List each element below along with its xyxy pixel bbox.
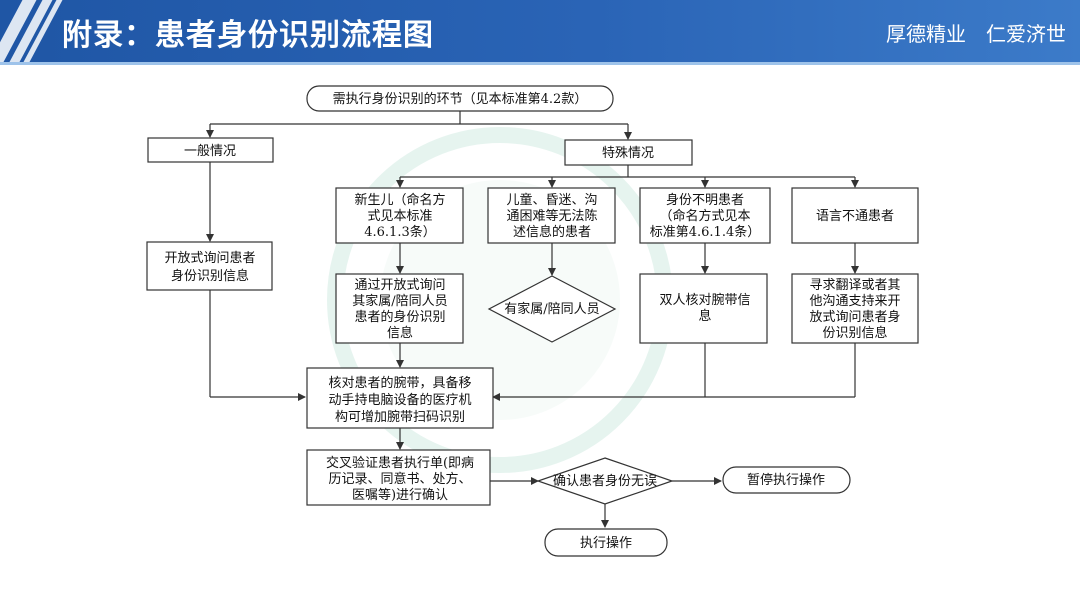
svg-text:4.6.1.3条）: 4.6.1.3条） [364,224,435,240]
svg-text:式见本标准: 式见本标准 [367,209,432,224]
svg-text:息: 息 [698,308,711,324]
svg-text:他沟通支持来开: 他沟通支持来开 [809,294,900,309]
svg-text:核对患者的腕带，具备移: 核对患者的腕带，具备移 [328,375,471,391]
svg-text:确认患者身份无误: 确认患者身份无误 [553,473,657,489]
node-unknown-step: 双人核对腕带信 息 [639,273,768,344]
node-general-label: 一般情况 [184,143,236,159]
svg-text:儿童、昏迷、沟: 儿童、昏迷、沟 [506,192,597,208]
node-cross-check: 交叉验证患者执行单(即病 历记录、同意书、处方、 医嘱等)进行确认 [306,449,491,506]
svg-text:通困难等无法陈: 通困难等无法陈 [506,208,597,224]
node-unknown: 身份不明患者 （命名方式见本 标准第4.6.1.4条） [639,187,771,244]
header-divider [0,62,1080,65]
svg-text:放式询问患者身: 放式询问患者身 [809,309,900,325]
svg-text:述信息的患者: 述信息的患者 [513,224,591,240]
header-bar: 附录：患者身份识别流程图 厚德精业 仁爱济世 [0,0,1080,62]
node-verify: 核对患者的腕带，具备移 动手持电脑设备的医疗机 构可增加腕带扫码识别 [306,367,494,429]
connectors [206,111,859,528]
node-execute: 执行操作 [544,528,668,557]
node-children-diamond: 有家属/陪同人员 [487,275,617,343]
node-children: 儿童、昏迷、沟 通困难等无法陈 述信息的患者 [487,187,616,244]
page-title: 附录：患者身份识别流程图 [62,18,434,53]
node-top-label: 需执行身份识别的环节（见本标准第4.2款） [333,91,588,107]
svg-text:历记录、同意书、处方、: 历记录、同意书、处方、 [328,471,471,487]
svg-text:信息: 信息 [387,325,413,341]
svg-text:暂停执行操作: 暂停执行操作 [747,472,825,488]
node-general: 一般情况 [147,137,274,163]
svg-text:身份不明患者: 身份不明患者 [666,192,744,208]
svg-text:构可增加腕带扫码识别: 构可增加腕带扫码识别 [335,409,465,425]
svg-text:患者的身份识别: 患者的身份识别 [354,309,445,325]
node-top: 需执行身份识别的环节（见本标准第4.2款） [306,85,614,112]
header-motto: 厚德精业 仁爱济世 [886,22,1066,46]
svg-text:（命名方式见本: （命名方式见本 [659,208,750,224]
svg-text:通过开放式询问: 通过开放式询问 [354,278,445,293]
node-language-step: 寻求翻译或者其 他沟通支持来开 放式询问患者身 份识别信息 [791,273,919,344]
node-confirm-diamond: 确认患者身份无误 [536,457,674,505]
node-newborn: 新生儿（命名方 式见本标准 4.6.1.3条） [335,187,464,244]
svg-text:新生儿（命名方: 新生儿（命名方 [354,192,445,208]
svg-text:身份识别信息: 身份识别信息 [171,268,249,284]
svg-text:其家属/陪同人员: 其家属/陪同人员 [352,293,447,309]
svg-text:份识别信息: 份识别信息 [822,325,887,341]
svg-text:双人核对腕带信: 双人核对腕带信 [659,292,750,308]
svg-text:动手持电脑设备的医疗机: 动手持电脑设备的医疗机 [328,392,471,408]
svg-text:执行操作: 执行操作 [580,535,632,551]
svg-text:交叉验证患者执行单(即病: 交叉验证患者执行单(即病 [326,455,474,471]
svg-text:医嘱等)进行确认: 医嘱等)进行确认 [352,487,448,503]
node-general-step: 开放式询问患者 身份识别信息 [146,241,273,291]
svg-text:有家属/陪同人员: 有家属/陪同人员 [504,301,599,317]
svg-text:语言不通患者: 语言不通患者 [816,209,894,224]
node-language: 语言不通患者 [791,187,919,244]
node-special: 特殊情况 [564,139,693,166]
svg-text:标准第4.6.1.4条）: 标准第4.6.1.4条） [650,224,760,240]
node-newborn-step: 通过开放式询问 其家属/陪同人员 患者的身份识别 信息 [335,273,464,344]
svg-text:开放式询问患者: 开放式询问患者 [164,251,255,266]
svg-text:寻求翻译或者其: 寻求翻译或者其 [809,278,900,293]
node-pause: 暂停执行操作 [722,466,851,494]
node-special-label: 特殊情况 [602,146,654,161]
